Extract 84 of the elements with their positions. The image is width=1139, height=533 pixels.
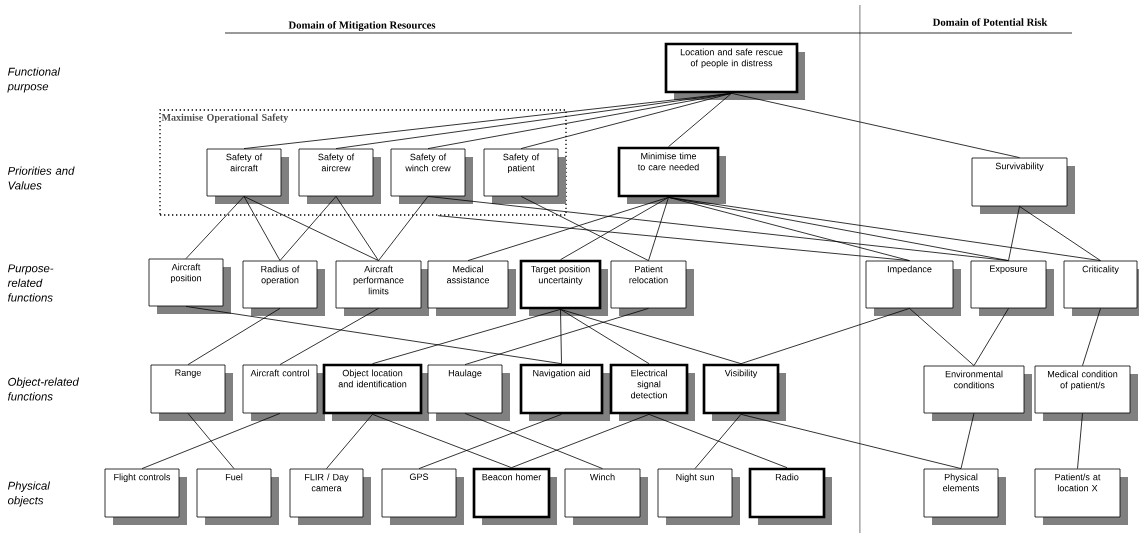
connector-line [668,196,1101,261]
process-box: Fuel [196,468,279,525]
process-box: Aircraft performance limits [335,260,429,316]
process-box: Safety of winch crew [390,148,473,204]
process-box: Location and safe rescue of people in distress [664,42,805,100]
connector-line [467,196,669,261]
connector-line [960,413,975,469]
process-box: Electrical signal detection [609,363,695,421]
process-box: Radio [748,467,832,525]
process-box: Haulage [427,364,510,421]
process-box: Impedance [865,260,961,316]
process-box: Patient relocation [610,260,694,316]
process-box: Navigation aid [519,363,610,421]
process-box: Medical assistance [427,260,516,316]
process-box: Beacon homer [472,467,557,525]
process-box: Winch [564,468,648,525]
connector-line [372,308,561,365]
connector-line [437,215,910,261]
connector-line [668,196,910,261]
connector-line [731,92,1020,158]
process-box: Patient/s at location X [1034,468,1128,525]
connector-line [1008,206,1020,261]
process-box: Medical condition of patient/s [1034,365,1138,421]
connector-line [279,196,337,261]
connector-line [187,413,235,469]
connector-line [668,92,732,148]
connector-line [464,413,603,469]
connector-line [511,413,650,469]
connector-line [185,196,245,259]
process-box: Criticality [1063,260,1139,316]
connector-line [1077,413,1083,469]
connector-line [560,308,742,365]
connector-line [418,413,562,469]
connector-line [694,413,742,469]
connector-line [648,413,788,469]
level-label: Purpose-related functions [7,264,54,302]
connector-line [243,196,281,261]
connector-line [279,308,379,365]
connector-line [909,308,975,366]
process-box: Radius of operation [242,260,325,316]
process-box: Exposure [970,260,1054,316]
process-box: Physical elements [923,468,1006,525]
level-label: Physical objects [7,481,51,507]
process-box: Safety of patient [483,148,566,204]
process-box: Survivability [971,157,1075,214]
process-box: Object location and identification [322,363,429,421]
connector-line [740,413,962,469]
process-box: Aircraft control [242,364,325,421]
connector-line [520,196,649,261]
process-box: Visibility [702,363,786,421]
connector-line [187,308,281,365]
column-heading: Domain of Potential Risk [932,18,1048,26]
connector-line [740,308,910,365]
process-box: Range [150,364,233,421]
level-label: Object-related functions [8,377,80,401]
connector-line [1082,308,1101,366]
connector-line [560,308,650,365]
column-heading: Domain of Mitigation Resources [288,21,436,31]
connector-line [243,196,379,261]
connector-line [1019,206,1101,261]
process-box: Environmental conditions [923,365,1032,421]
level-label: Functional purpose [7,67,61,93]
connector-line [141,413,281,469]
level-label: Priorities and Values [7,166,75,190]
connector-line [326,413,373,469]
process-box: FLIR / Day camera [289,468,371,525]
process-box: Night sun [657,468,740,525]
process-box: Aircraft position [148,258,231,314]
process-box: Flight controls [104,468,187,525]
connector-line [372,413,512,469]
connector-line [973,308,1009,366]
connector-line [520,92,732,149]
connector-line [464,308,649,365]
process-box: Minimise time to care needed [617,146,726,204]
process-box: GPS [381,468,464,525]
connector-line [668,196,1009,261]
connector-line [335,196,379,261]
process-box: Safety of aircraft [206,148,289,204]
connector-line [560,196,669,261]
process-box: Safety of aircrew [298,148,381,204]
connector-line [648,196,669,261]
connector-line [378,196,429,261]
process-box: Target position uncertainty [519,259,608,316]
connector-line [560,308,562,365]
